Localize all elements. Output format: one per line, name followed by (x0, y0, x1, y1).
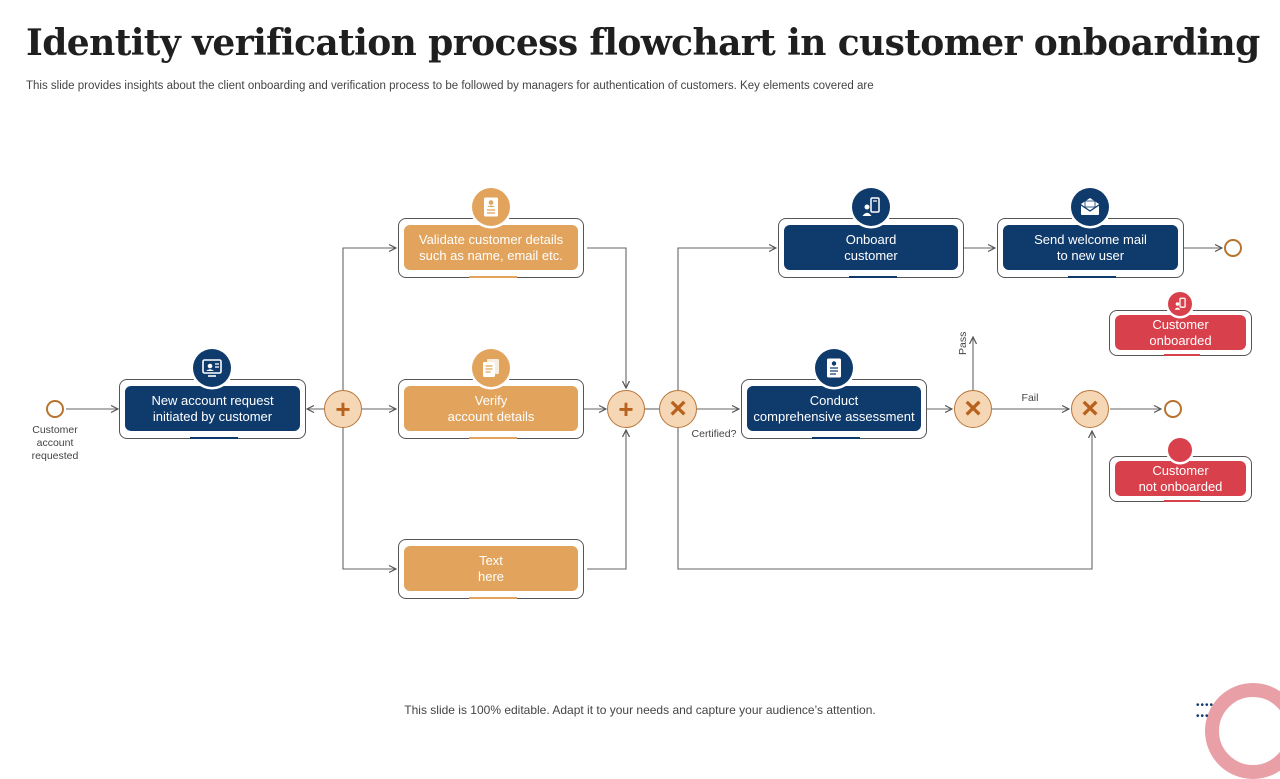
new-account-request-node[interactable]: New account request initiated by custome… (119, 379, 306, 439)
customer-not-onboarded-label: Customer not onboarded (1115, 461, 1246, 496)
node-underline (1163, 354, 1201, 356)
customer-not-onboarded-node[interactable]: Customer not onboarded (1109, 456, 1252, 502)
node-underline (468, 597, 517, 599)
new-account-request-label: New account request initiated by custome… (125, 386, 300, 431)
page-subtitle: This slide provides insights about the c… (26, 80, 874, 92)
validate-details-label: Validate customer details such as name, … (404, 225, 578, 270)
exclusive-gateway-pass-fail: × (954, 390, 992, 428)
node-underline (190, 437, 239, 439)
fail-label: Fail (1021, 392, 1039, 404)
profile-document-icon (472, 188, 510, 226)
node-underline (468, 276, 517, 278)
decorative-dots-icon: ••••••• (1196, 700, 1215, 722)
exclusive-gateway-certified: × (659, 390, 697, 428)
page-title: Identity verification process flowchart … (26, 22, 1260, 64)
exclusive-gateway-merge: × (1071, 390, 1109, 428)
user-device-icon (852, 188, 890, 226)
start-event-label: Customer account requested (31, 424, 79, 462)
checklist-icon (815, 349, 853, 387)
flow-connectors (66, 0, 1249, 720)
verify-account-label: Verify account details (404, 386, 578, 431)
customer-onboarded-label: Customer onboarded (1115, 315, 1246, 350)
start-event (46, 400, 64, 418)
node-underline (1163, 500, 1201, 502)
parallel-gateway-split: + (324, 390, 362, 428)
user-id-screen-icon (193, 349, 231, 387)
pass-label: Pass (957, 331, 969, 355)
text-here-node[interactable]: Text here (398, 539, 584, 599)
onboard-customer-label: Onboard customer (784, 225, 958, 270)
node-underline (468, 437, 517, 439)
conduct-assessment-node[interactable]: Conduct comprehensive assessment (741, 379, 927, 439)
conduct-assessment-label: Conduct comprehensive assessment (747, 386, 921, 431)
user-device-icon (1168, 292, 1192, 316)
footer-note: This slide is 100% editable. Adapt it to… (404, 703, 876, 717)
customer-onboarded-node[interactable]: Customer onboarded (1109, 310, 1252, 356)
parallel-gateway-join: + (607, 390, 645, 428)
validate-details-node[interactable]: Validate customer details such as name, … (398, 218, 584, 278)
end-event-top (1224, 239, 1242, 257)
envelope-icon (1071, 188, 1109, 226)
node-underline (1068, 276, 1117, 278)
text-here-label: Text here (404, 546, 578, 591)
verify-account-node[interactable]: Verify account details (398, 379, 584, 439)
certified-label: Certified? (691, 428, 737, 440)
end-event-bottom (1164, 400, 1182, 418)
documents-icon (472, 349, 510, 387)
send-welcome-mail-node[interactable]: Send welcome mail to new user (997, 218, 1184, 278)
node-underline (848, 276, 897, 278)
node-underline (811, 437, 860, 439)
send-welcome-mail-label: Send welcome mail to new user (1003, 225, 1178, 270)
onboard-customer-node[interactable]: Onboard customer (778, 218, 964, 278)
status-dot-icon (1168, 438, 1192, 462)
